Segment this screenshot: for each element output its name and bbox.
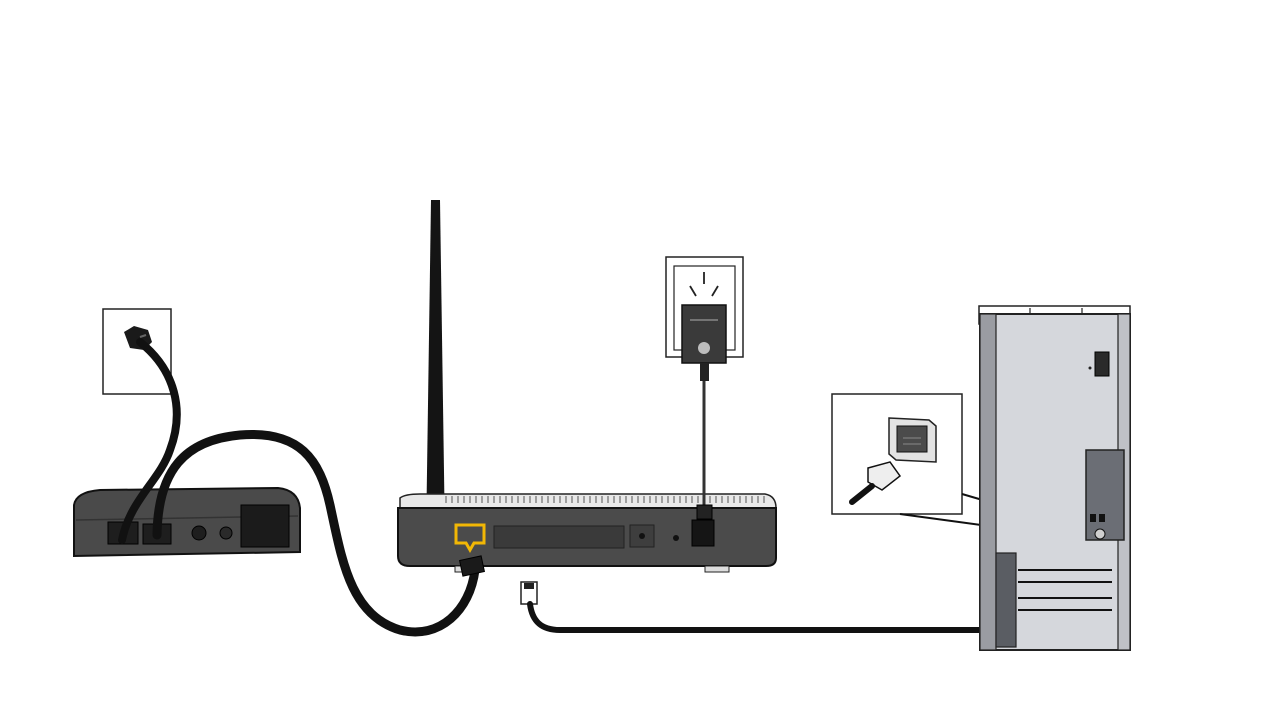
port-pins [903,437,921,445]
modem-panel [240,504,290,548]
io-port-2 [1099,514,1105,522]
io-port-1 [1090,514,1096,522]
wan-port-icon [454,523,486,554]
reset-hole [639,533,645,539]
lan-ports [493,525,625,549]
router-power-jack [691,519,715,547]
plug-highlight [139,334,147,338]
wireless-router [397,200,777,577]
power-plug [696,504,713,520]
port-opening [896,425,928,453]
expansion-bracket [995,552,1017,648]
antenna-icon [426,200,445,540]
wall-phone-jack [102,308,172,395]
modem [73,486,301,558]
expansion-slots [1018,569,1112,611]
motherboard-io-panel [1085,449,1125,541]
computer-front-edge [979,313,997,651]
ethernet-plug-clip [524,583,534,589]
indicator-dot [673,535,679,541]
router-foot-right [704,565,730,573]
wan-plug [458,555,486,577]
adapter-indicator [698,342,710,354]
ethernet-port-callout [831,393,1093,541]
computer-rear-port [1094,351,1110,377]
router-top-edge [399,493,777,509]
power-adapter [681,304,727,520]
adapter-neck [700,363,709,381]
power-adapter-icon [681,304,727,364]
modem-to-router-ethernet-cable [152,429,480,637]
wall-jack-plate [102,308,172,395]
outlet-slot-marks [689,272,719,297]
modem-button [219,526,233,540]
ethernet-plug-icon [867,461,902,491]
modem-power-jack [191,525,207,541]
phone-cable [118,338,181,544]
io-audio-jack [1094,528,1106,540]
router-vents [445,496,765,503]
computer-screw [1088,366,1092,370]
desktop-computer [978,305,1131,651]
callout-cable [849,483,875,505]
ethernet-cable-line [527,577,1053,633]
